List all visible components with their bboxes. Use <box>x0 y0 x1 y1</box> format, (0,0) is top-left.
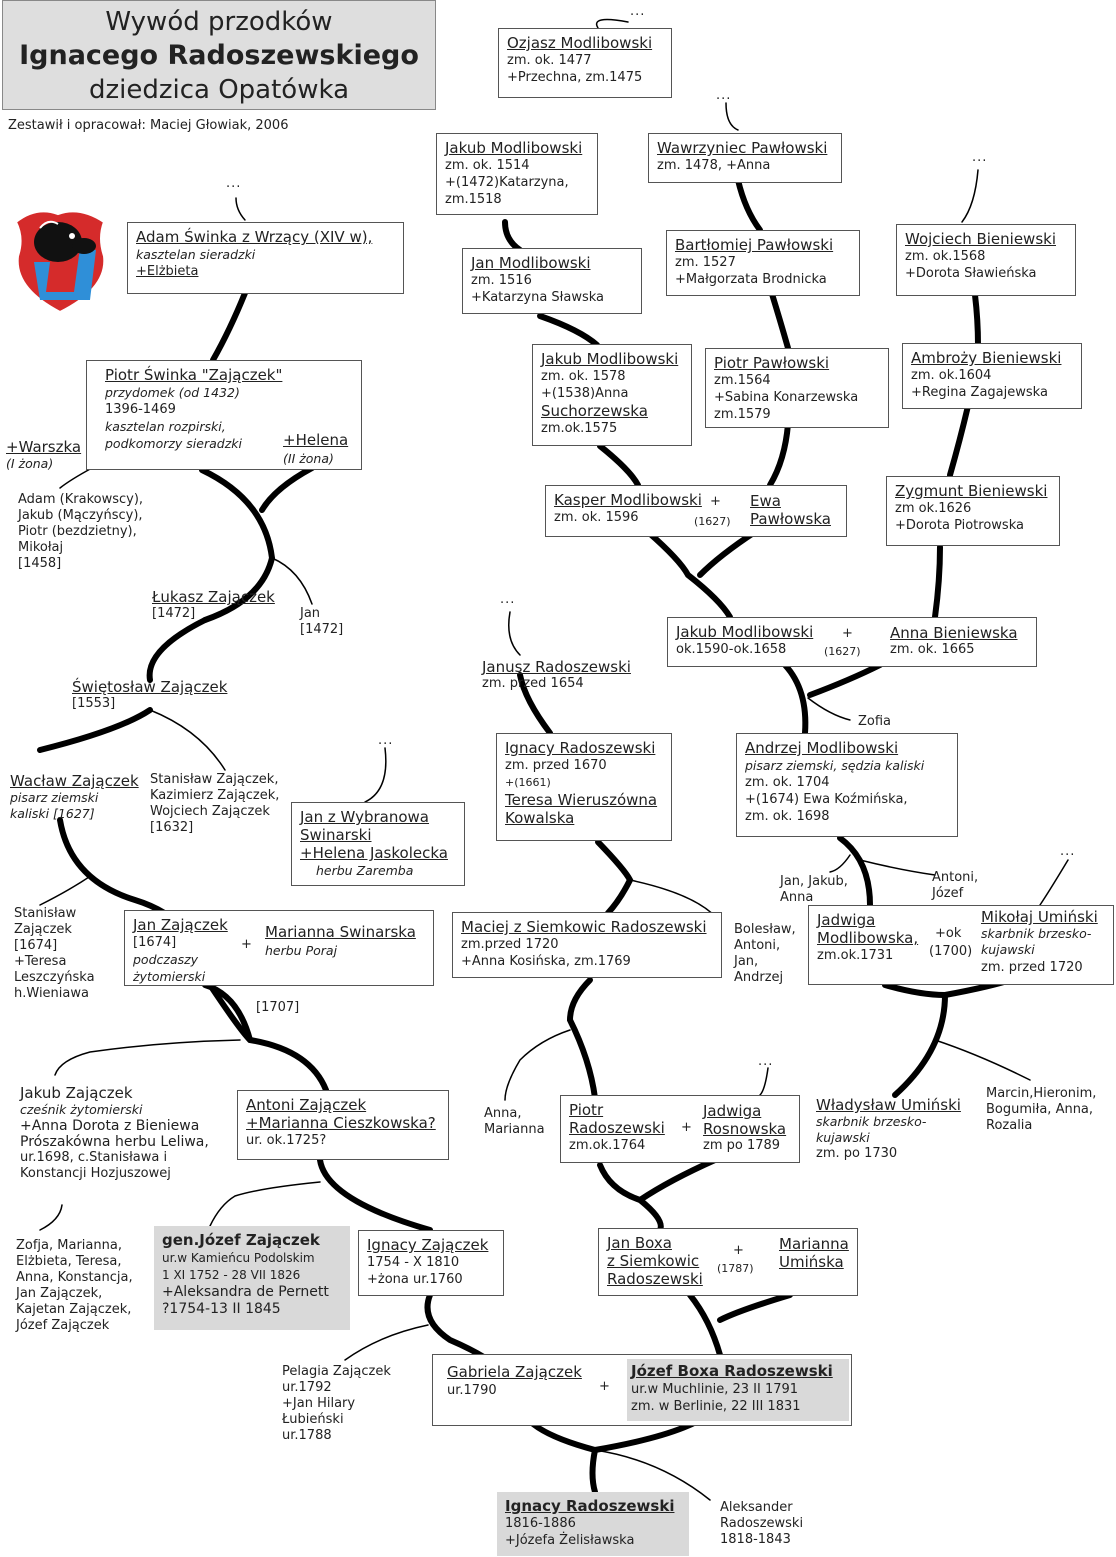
person-box-gen-jozef-zajaczek: gen.Józef Zajączek ur.w Kamieńcu Podolsk… <box>154 1226 350 1330</box>
person-box-wojciech-bieniewski: Wojciech Bieniewski zm. ok.1568 +Dorota … <box>896 224 1076 296</box>
siblings-antoni-jozef: Antoni, Józef <box>932 870 979 901</box>
person-box-piotr-pawlowski: Piotr Pawłowski zm.1564 +Sabina Konarzew… <box>705 348 889 428</box>
ellipsis-mark: ... <box>226 176 242 191</box>
person-swietoslaw: Świętosław Zajączek [1553] <box>72 678 228 711</box>
ellipsis-mark: ... <box>972 150 988 165</box>
sibling-zofia: Zofia <box>858 714 892 729</box>
couple-box-jan-marianna: Jan Zajączek [1674] podczaszy żytomiersk… <box>124 910 434 986</box>
title-line-3: dziedzica Opatówka <box>88 75 350 105</box>
siblings-zofja-marianna: Zofja, Marianna, Elżbieta, Teresa, Anna,… <box>16 1238 133 1333</box>
ellipsis-mark: ... <box>1060 844 1076 859</box>
sibling-stanislaw-zajaczek: Stanisław Zajączek [1674] +Teresa Leszcz… <box>14 906 95 1001</box>
sibling-jakub-zajaczek: Jakub Zajączek cześnik żytomierski +Anna… <box>20 1084 209 1181</box>
siblings-stanislaw-kazimierz-wojciech: Stanisław Zajączek, Kazimierz Zajączek, … <box>150 772 280 835</box>
person-box-ozjasz: Ozjasz Modlibowski zm. ok. 1477 +Przechn… <box>498 28 672 98</box>
spouse-warszka: +Warszka (I żona) <box>6 438 82 471</box>
siblings-jan-jakub-anna: Jan, Jakub, Anna <box>780 874 848 905</box>
ellipsis-mark: ... <box>500 592 516 607</box>
couple-box-piotr-jadwiga: Piotr Radoszewski zm.ok.1764 + Jadwiga R… <box>560 1095 800 1163</box>
siblings-marcin-hieronim: Marcin,Hieronim, Bogumiła, Anna, Rozalia <box>986 1086 1097 1133</box>
marriage-year-1707: [1707] <box>256 1000 300 1015</box>
person-janusz-radoszewski: Janusz Radoszewski zm. przed 1654 <box>482 658 631 691</box>
ellipsis-mark: ... <box>716 88 732 103</box>
sibling-jan-1472: Jan [1472] <box>300 606 344 637</box>
ellipsis-mark: ... <box>630 4 646 19</box>
ellipsis-mark: ... <box>758 1054 774 1069</box>
person-box-adam-swinka: Adam Świnka z Wrzący (XIV w), kasztelan … <box>127 222 404 294</box>
person-box-jan-z-wybranowa: Jan z Wybranowa Swinarski +Helena Jaskol… <box>291 802 465 886</box>
ellipsis-mark: ... <box>378 733 394 748</box>
person-box-zygmunt: Zygmunt Bieniewski zm ok.1626 +Dorota Pi… <box>886 476 1060 546</box>
couple-box-jakub-anna: Jakub Modlibowski ok.1590-ok.1658 + (162… <box>667 617 1037 667</box>
person-box-jakub-modlibowski-2: Jakub Modlibowski zm. ok. 1578 +(1538)An… <box>532 344 692 446</box>
siblings-anna-marianna: Anna, Marianna <box>484 1106 545 1137</box>
siblings-boleslaw-antoni-jan-andrzej: Bolesław, Antoni, Jan, Andrzej <box>734 922 796 985</box>
person-box-wawrzyniec: Wawrzyniec Pawłowski zm. 1478, +Anna <box>648 133 842 183</box>
sibling-pelagia-zajaczek: Pelagia Zajączek ur.1792 +Jan Hilary Łub… <box>282 1364 391 1443</box>
title-box: Wywód przodków Ignacego Radoszewskiego d… <box>2 0 436 110</box>
coat-of-arms-icon <box>14 210 106 314</box>
person-box-ignacy-radoszewski-1: Ignacy Radoszewski zm. przed 1670 +(1661… <box>496 733 672 841</box>
person-wladyslaw-uminski: Władysław Umiński skarbnik brzesko- kuja… <box>816 1096 961 1161</box>
person-lukasz: Łukasz Zajączek [1472] <box>152 588 275 621</box>
couple-box-jan-boxa-marianna: Jan Boxa z Siemkowic Radoszewski + (1787… <box>598 1228 858 1296</box>
person-box-ignacy-zajaczek: Ignacy Zajączek 1754 - X 1810 +żona ur.1… <box>358 1230 504 1296</box>
person-box-antoni-zajaczek: Antoni Zajączek +Marianna Cieszkowska? u… <box>237 1090 449 1160</box>
title-line-1: Wywód przodków <box>105 7 333 37</box>
person-box-andrzej-modlibowski: Andrzej Modlibowski pisarz ziemski, sędz… <box>736 733 958 837</box>
siblings-adam-jakub-piotr-mikolaj: Adam (Krakowscy), Jakub (Mączyńscy), Pio… <box>18 492 144 571</box>
person-box-ignacy-radoszewski-final: Ignacy Radoszewski 1816-1886 +Józefa Żel… <box>497 1492 689 1556</box>
sibling-aleksander-radoszewski: Aleksander Radoszewski 1818-1843 <box>720 1500 804 1547</box>
person-box-maciej-radoszewski: Maciej z Siemkowic Radoszewski zm.przed … <box>452 912 722 978</box>
credits-text: Zestawił i opracował: Maciej Głowiak, 20… <box>8 118 289 133</box>
title-line-2: Ignacego Radoszewskiego <box>19 40 419 71</box>
couple-box-gabriela-jozef: Gabriela Zajączek ur.1790 + Józef Boxa R… <box>432 1354 852 1426</box>
person-highlight-jozef-boxa <box>627 1359 849 1421</box>
person-box-jakub-modlibowski-1: Jakub Modlibowski zm. ok. 1514 +(1472)Ka… <box>436 133 598 215</box>
couple-box-kasper-ewa: Kasper Modlibowski zm. ok. 1596 + (1627)… <box>545 485 847 537</box>
person-box-jan-modlibowski: Jan Modlibowski zm. 1516 +Katarzyna Sław… <box>462 248 642 314</box>
person-waclaw-zajaczek: Wacław Zajączek pisarz ziemski kaliski [… <box>10 772 139 821</box>
person-box-piotr-swinka: Piotr Świnka "Zajączek" przydomek (od 14… <box>86 360 362 470</box>
person-box-bartlomiej: Bartłomiej Pawłowski zm. 1527 +Małgorzat… <box>666 230 860 296</box>
couple-box-jadwiga-mikolaj: Jadwiga Modlibowska, zm.ok.1731 +ok (170… <box>808 905 1114 985</box>
person-box-ambrozy: Ambroży Bieniewski zm. ok.1604 +Regina Z… <box>902 343 1082 409</box>
